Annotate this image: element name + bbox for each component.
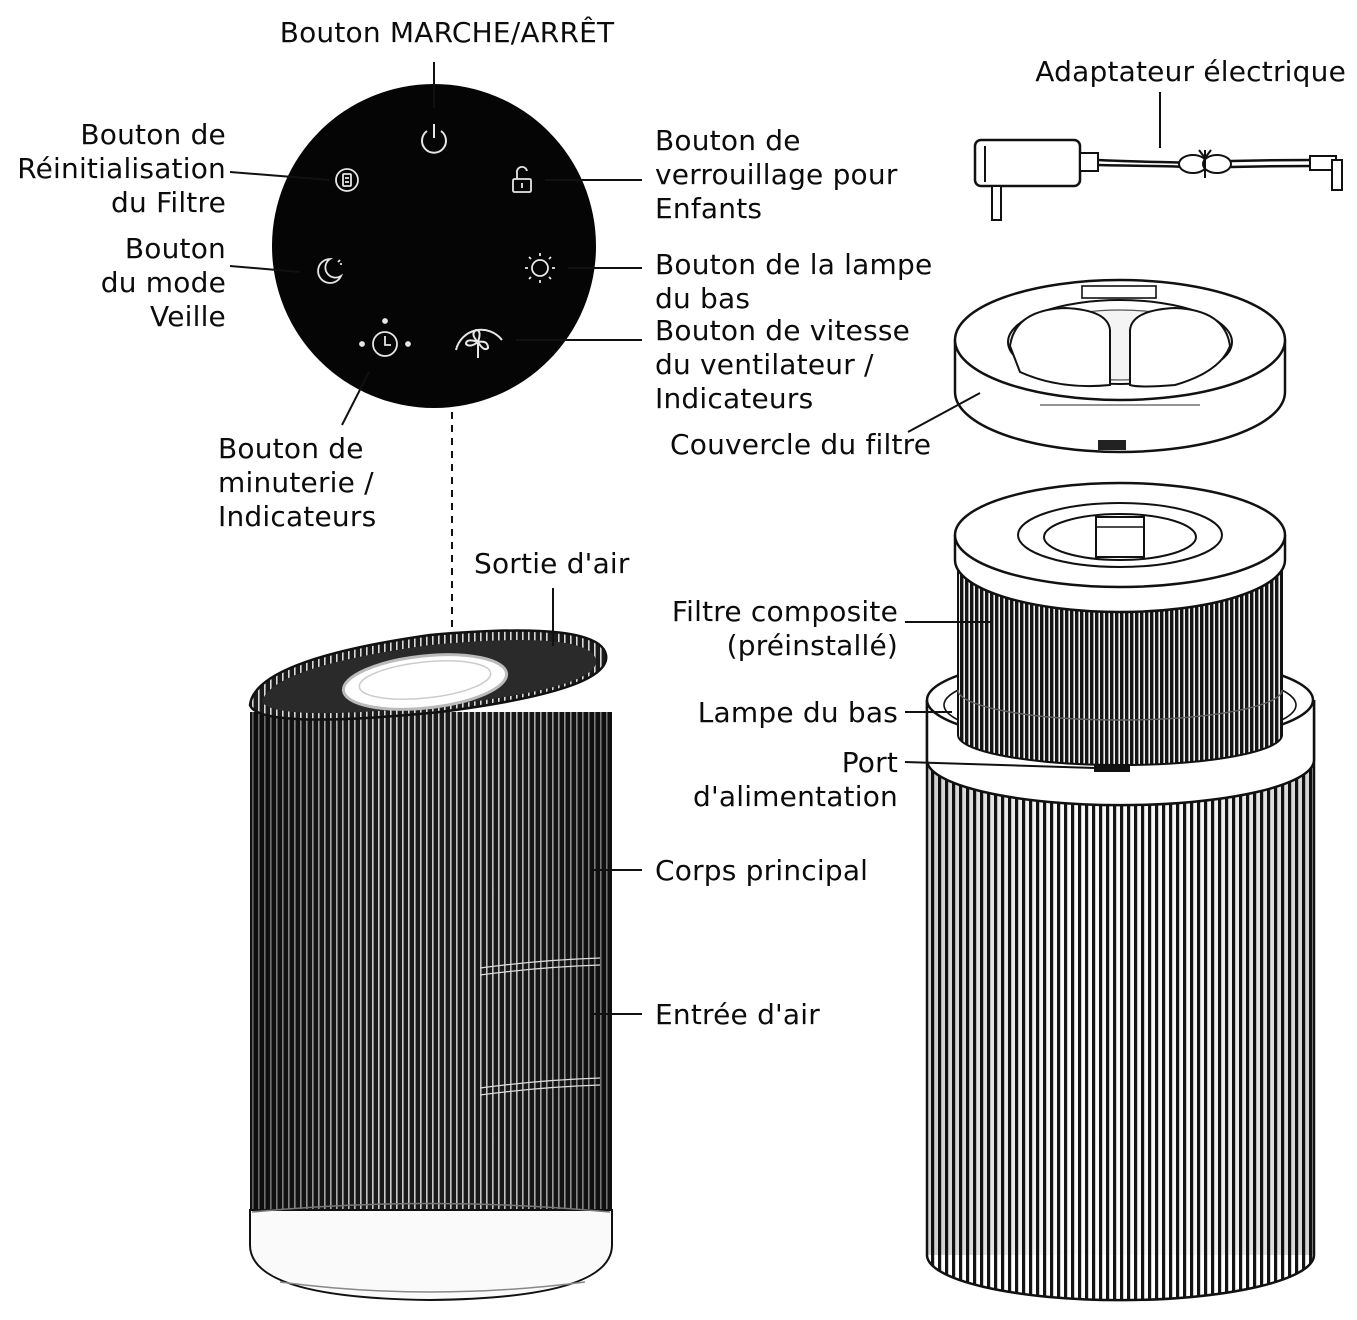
sun-icon[interactable] bbox=[525, 253, 555, 283]
bottom-lamp-label: Lampe du bas bbox=[697, 696, 898, 729]
filter-cover-label: Couvercle du filtre bbox=[670, 428, 932, 461]
power-adapter-label: Adaptateur électrique bbox=[1035, 55, 1346, 88]
power-button-label: Bouton MARCHE/ARRÊT bbox=[279, 16, 615, 49]
main-body-label: Corps principal bbox=[655, 854, 869, 887]
composite-filter-label: Filtre composite (préinstallé) bbox=[671, 595, 898, 662]
timer-icon[interactable] bbox=[359, 318, 411, 357]
filter-reset-icon[interactable] bbox=[335, 168, 359, 192]
timer-label: Bouton de minuterie / Indicateurs bbox=[218, 432, 377, 533]
sleep-mode-label: Bouton du mode Veille bbox=[100, 232, 226, 333]
air-outlet-label: Sortie d'air bbox=[474, 547, 630, 580]
power-port-mark bbox=[1094, 764, 1130, 772]
power-adapter bbox=[973, 92, 1343, 221]
power-port-label: Port d'alimentation bbox=[692, 746, 898, 813]
main-unit bbox=[248, 588, 642, 1302]
power-icon[interactable] bbox=[421, 124, 447, 154]
bottom-lamp-button-label: Bouton de la lampe du bas bbox=[655, 248, 933, 315]
filter-reset-label: Bouton de Réinitialisation du Filtre bbox=[17, 118, 226, 219]
child-lock-label: Bouton de verrouillage pour Enfants bbox=[655, 124, 898, 225]
moon-icon[interactable] bbox=[317, 258, 344, 284]
fan-speed-label: Bouton de vitesse du ventilateur / Indic… bbox=[655, 314, 911, 415]
filter-cover bbox=[907, 278, 1287, 454]
control-panel bbox=[229, 62, 642, 632]
cable-tie bbox=[1178, 149, 1232, 178]
lock-icon[interactable] bbox=[512, 166, 532, 193]
fan-icon[interactable] bbox=[455, 328, 503, 358]
air-inlet-label: Entrée d'air bbox=[655, 998, 820, 1031]
filter-assembly bbox=[904, 481, 1316, 1302]
control-panel-disc bbox=[272, 84, 596, 408]
air-inlet-grille bbox=[479, 957, 601, 1096]
